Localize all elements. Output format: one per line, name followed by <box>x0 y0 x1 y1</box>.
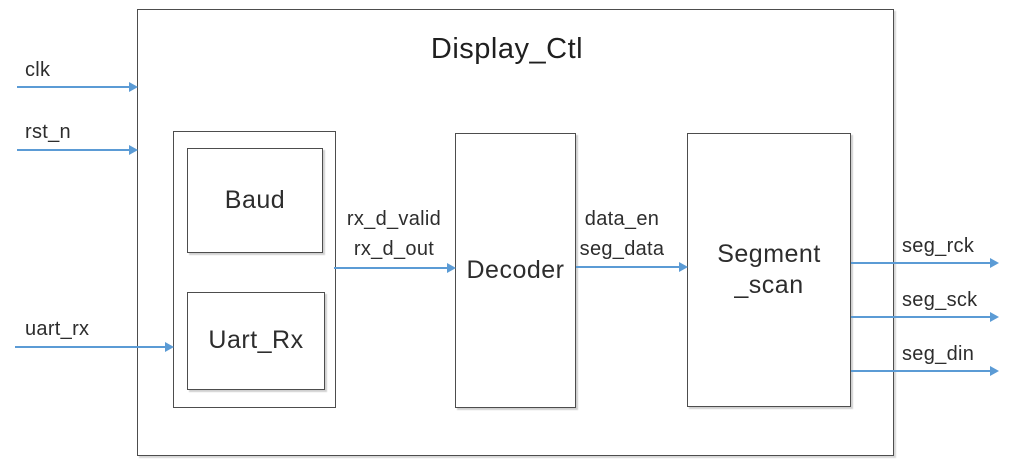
decoder-block: Decoder <box>455 133 576 408</box>
uart-rx-arrow <box>15 342 174 352</box>
uart-rx-label: uart_rx <box>25 318 90 340</box>
seg-din-arrow <box>851 366 999 376</box>
segment-scan-label-line1: Segment <box>717 239 821 268</box>
uart-rx-block-label: Uart_Rx <box>208 326 304 355</box>
data-en-label: data_en <box>584 208 660 230</box>
decoder-block-label: Decoder <box>466 255 565 284</box>
segment-scan-block-label: Segment _scan <box>717 239 821 302</box>
seg-sck-label: seg_sck <box>902 289 978 311</box>
segment-scan-label-line2: _scan <box>734 271 804 299</box>
rx-signal-labels: rx_d_valid rx_d_out <box>330 204 458 264</box>
rst-n-label: rst_n <box>25 121 71 143</box>
uart-rx-block: Uart_Rx <box>187 292 325 390</box>
baud-block-label: Baud <box>224 185 286 214</box>
diagram-title: Display_Ctl <box>430 33 584 65</box>
seg-sck-arrow <box>851 312 999 322</box>
segment-scan-block: Segment _scan <box>687 133 851 407</box>
rx-d-out-label: rx_d_out <box>353 238 435 260</box>
seg-data-arrow <box>576 262 688 272</box>
seg-data-signal-labels: data_en seg_data <box>556 204 688 264</box>
seg-data-label: seg_data <box>579 238 665 260</box>
seg-din-label: seg_din <box>902 343 975 365</box>
seg-rck-arrow <box>851 258 999 268</box>
seg-rck-label: seg_rck <box>902 235 975 257</box>
rx-data-arrow <box>334 263 456 273</box>
clk-label: clk <box>25 59 51 81</box>
rst-n-arrow <box>17 145 138 155</box>
baud-block: Baud <box>187 148 323 253</box>
clk-arrow <box>17 82 138 92</box>
rx-d-valid-label: rx_d_valid <box>346 208 442 230</box>
